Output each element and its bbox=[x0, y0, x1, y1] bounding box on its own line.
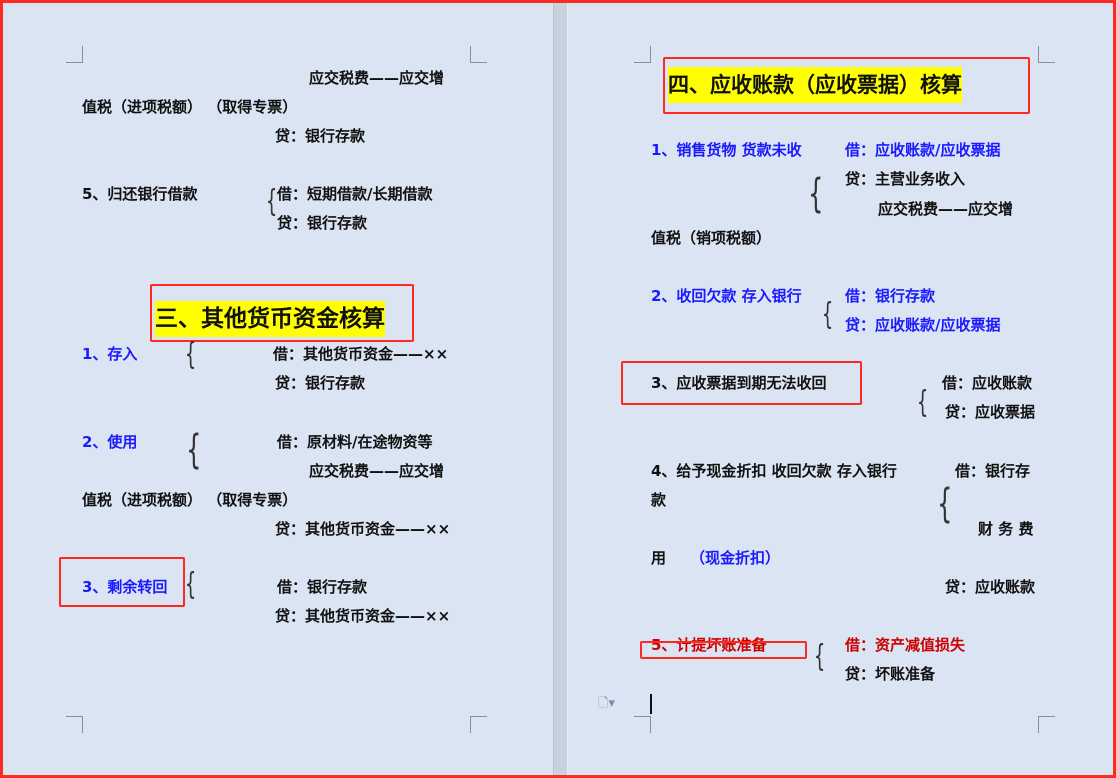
brace-icon: { bbox=[813, 639, 826, 674]
annotation-box bbox=[663, 57, 1030, 114]
paste-options-icon[interactable]: 🗋▾ bbox=[598, 696, 615, 711]
entry-credit: 贷：应收票据 bbox=[945, 403, 1036, 421]
annotation-box bbox=[59, 557, 185, 607]
text-line: 值税（进项税额） （取得专票） bbox=[82, 98, 298, 116]
text-line: 应交税费——应交增 bbox=[309, 69, 445, 87]
entry-note: （现金折扣） bbox=[690, 549, 781, 567]
text-line: 贷：银行存款 bbox=[275, 127, 366, 145]
entry-debit: 应交税费——应交增 bbox=[309, 462, 445, 480]
annotation-box bbox=[150, 284, 414, 342]
entry-debit: 财 务 费 bbox=[978, 520, 1034, 538]
entry-label: 4、给予现金折扣 收回欠款 存入银行 bbox=[651, 462, 897, 480]
page-corner-mark bbox=[1038, 46, 1055, 63]
page-corner-mark bbox=[470, 46, 487, 63]
entry-label: 1、销售货物 货款未收 bbox=[651, 141, 802, 159]
entry-label: 2、使用 bbox=[82, 433, 138, 451]
page-corner-mark bbox=[66, 46, 83, 63]
page-corner-mark bbox=[634, 46, 651, 63]
brace-icon: { bbox=[265, 184, 278, 219]
entry-credit: 应交税费——应交增 bbox=[878, 200, 1014, 218]
entry-credit: 贷：其他货币资金——×× bbox=[275, 520, 451, 538]
brace-icon: { bbox=[808, 171, 824, 217]
entry-debit: 借：其他货币资金——×× bbox=[273, 345, 449, 363]
brace-icon: { bbox=[186, 427, 202, 473]
brace-icon: { bbox=[937, 481, 953, 527]
entry-debit: 借：银行存 bbox=[955, 462, 1031, 480]
entry-debit: 借：资产减值损失 bbox=[845, 636, 966, 654]
brace-icon: { bbox=[184, 567, 197, 602]
page-corner-mark bbox=[470, 716, 487, 733]
entry-debit: 款 bbox=[651, 491, 667, 509]
entry-debit: 用 bbox=[651, 549, 667, 567]
page-corner-mark bbox=[634, 716, 651, 733]
brace-icon: { bbox=[184, 337, 197, 372]
entry-debit: 借：应收账款 bbox=[942, 374, 1033, 392]
entry-credit: 贷：银行存款 bbox=[275, 374, 366, 392]
page-corner-mark bbox=[1038, 716, 1055, 733]
section-title: 三、其他货币资金核算 bbox=[155, 301, 385, 337]
annotation-box bbox=[640, 641, 807, 659]
section-title: 四、应收账款（应收票据）核算 bbox=[668, 67, 962, 103]
entry-debit: 借：银行存款 bbox=[845, 287, 936, 305]
entry-credit: 值税（销项税额） bbox=[651, 229, 772, 247]
annotation-box bbox=[621, 361, 862, 405]
entry-credit: 贷：主营业务收入 bbox=[845, 170, 966, 188]
entry-debit: 借：原材料/在途物资等 bbox=[277, 433, 433, 451]
page-gap bbox=[553, 0, 568, 778]
entry-label: 2、收回欠款 存入银行 bbox=[651, 287, 802, 305]
entry-credit: 贷：应收账款/应收票据 bbox=[845, 316, 1001, 334]
brace-icon: { bbox=[916, 385, 929, 420]
entry-label: 3、剩余转回 bbox=[82, 578, 168, 596]
page-corner-mark bbox=[66, 716, 83, 733]
text-cursor bbox=[650, 694, 652, 714]
entry-debit: 借：短期借款/长期借款 bbox=[277, 185, 433, 203]
entry-credit: 贷：银行存款 bbox=[277, 214, 368, 232]
entry-debit: 借：银行存款 bbox=[277, 578, 368, 596]
entry-label: 1、存入 bbox=[82, 345, 138, 363]
entry-credit: 贷：其他货币资金——×× bbox=[275, 607, 451, 625]
entry-label: 5、计提坏账准备 bbox=[651, 636, 767, 654]
brace-icon: { bbox=[821, 297, 834, 332]
entry-credit: 贷：应收账款 bbox=[945, 578, 1036, 596]
entry-credit: 贷：坏账准备 bbox=[845, 665, 936, 683]
entry-label: 5、归还银行借款 bbox=[82, 185, 198, 203]
entry-label: 3、应收票据到期无法收回 bbox=[651, 374, 827, 392]
entry-debit: 借：应收账款/应收票据 bbox=[845, 141, 1001, 159]
entry-debit: 值税（进项税额） （取得专票） bbox=[82, 491, 298, 509]
